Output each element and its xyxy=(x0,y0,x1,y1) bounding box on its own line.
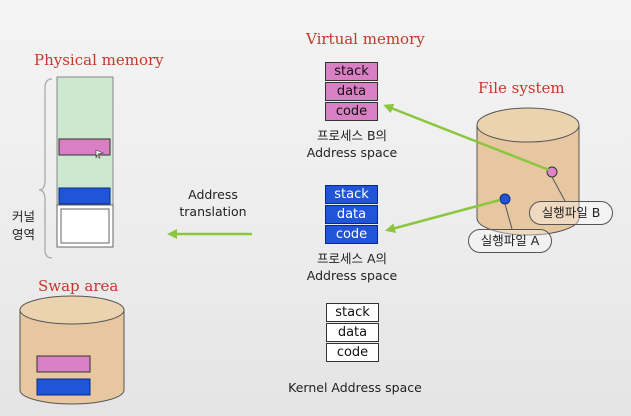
process-a-label-line2: Address space xyxy=(306,268,398,283)
swap-area-disk xyxy=(19,295,125,405)
process-b-data: data xyxy=(325,82,378,101)
process-b-label: 프로세스 B의 Address space xyxy=(296,127,408,161)
executable-a-dot xyxy=(499,193,511,205)
address-translation-line2: translation xyxy=(179,204,247,219)
process-a-address-space: stack data code xyxy=(325,185,378,245)
file-system-title: File system xyxy=(478,79,565,97)
swap-blue-block xyxy=(36,378,91,396)
kernel-data: data xyxy=(326,323,379,342)
kernel-address-space-label: Kernel Address space xyxy=(288,380,422,395)
cursor-icon xyxy=(95,149,105,159)
process-b-code: code xyxy=(325,102,378,121)
process-a-code: code xyxy=(325,225,378,244)
physical-memory-bar xyxy=(56,76,114,248)
kernel-label-line2: 영역 xyxy=(12,227,36,242)
executable-b-label: 실행파일 B xyxy=(529,201,613,225)
physical-memory-title: Physical memory xyxy=(34,51,164,69)
arrow-exe-b-to-process-b xyxy=(383,103,550,172)
process-a-stack: stack xyxy=(325,185,378,204)
kernel-address-space: stack data code xyxy=(326,303,379,363)
kernel-region xyxy=(56,204,114,248)
arrow-exe-a-to-process-a xyxy=(385,198,501,234)
process-b-address-space: stack data code xyxy=(325,62,378,122)
process-a-data: data xyxy=(325,205,378,224)
memory-brace xyxy=(38,78,53,259)
swap-area-title: Swap area xyxy=(38,277,119,295)
kernel-stack: stack xyxy=(326,303,379,322)
swap-pink-block xyxy=(36,355,91,373)
kernel-region-label: 커널 영역 xyxy=(12,208,35,244)
kernel-label-line1: 커널 xyxy=(12,209,36,224)
address-translation-label: Address translation xyxy=(172,186,254,220)
process-b-label-line1: 프로세스 B의 xyxy=(316,128,388,143)
process-b-stack: stack xyxy=(325,62,378,81)
kernel-code: code xyxy=(326,343,379,362)
process-a-label: 프로세스 A의 Address space xyxy=(296,250,408,284)
process-a-label-line1: 프로세스 A의 xyxy=(316,251,388,266)
process-b-label-line2: Address space xyxy=(306,145,398,160)
virtual-memory-title: Virtual memory xyxy=(306,30,425,48)
memory-blue-block xyxy=(58,187,111,205)
executable-a-label: 실행파일 A xyxy=(468,229,552,253)
address-translation-line1: Address xyxy=(188,187,238,202)
